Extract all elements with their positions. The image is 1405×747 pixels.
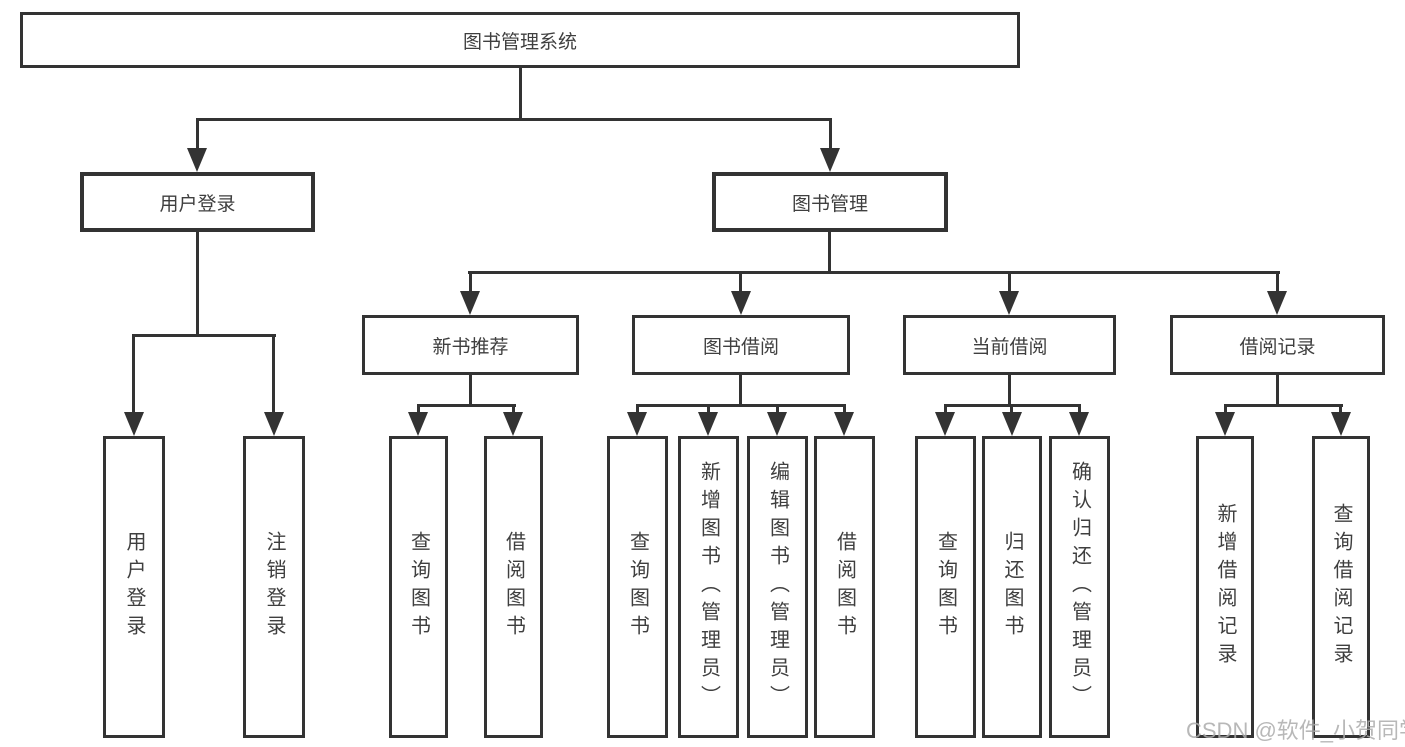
- node-current-borrow: 当前借阅: [903, 315, 1116, 375]
- node-root: 图书管理系统: [20, 12, 1020, 68]
- connector-drop-bb-add: [707, 404, 710, 416]
- arrowhead-book-mgmt: [820, 148, 840, 172]
- arrowhead-cb-query: [935, 412, 955, 436]
- leaf-bb-query-books: 查询图书: [607, 436, 668, 738]
- connector-records-drop: [1276, 375, 1279, 407]
- arrowhead-bb-edit: [767, 412, 787, 436]
- arrowhead-current: [999, 291, 1019, 315]
- connector-drop-bb-query: [636, 404, 639, 416]
- leaf-nb-query-books-label: 查询图书: [407, 531, 430, 643]
- arrowhead-rec-add: [1215, 412, 1235, 436]
- leaf-bb-borrow-books-label: 借阅图书: [833, 531, 856, 643]
- connector-drop-nb-borrow: [512, 404, 515, 416]
- leaf-user-login: 用户登录: [103, 436, 165, 738]
- arrowhead-nb-query: [408, 412, 428, 436]
- node-book-mgmt-label: 图书管理: [791, 193, 868, 215]
- node-new-book-recommend: 新书推荐: [362, 315, 579, 375]
- arrowhead-leaf-login: [124, 412, 144, 436]
- connector-drop-bb-edit: [776, 404, 779, 416]
- connector-drop-leaf-login: [132, 334, 135, 416]
- connector-drop-book-mgmt: [829, 118, 832, 152]
- connector-drop-borrowing: [739, 271, 742, 295]
- leaf-logout: 注销登录: [243, 436, 305, 738]
- leaf-cb-query-books-label: 查询图书: [934, 531, 957, 643]
- connector-newbooks-rail: [417, 404, 516, 407]
- arrowhead-cb-return: [1002, 412, 1022, 436]
- arrowhead-user-login: [187, 148, 207, 172]
- leaf-cb-return-books-label: 归还图书: [1001, 531, 1023, 643]
- leaf-bb-add-books-admin-label: 新增图书（管理员）: [697, 461, 720, 713]
- connector-bookmgmt-rail: [468, 271, 1280, 274]
- leaf-bb-borrow-books: 借阅图书: [814, 436, 875, 738]
- node-book-mgmt: 图书管理: [712, 172, 948, 232]
- leaf-bb-query-books-label: 查询图书: [626, 531, 649, 643]
- node-current-borrow-label: 当前借阅: [971, 336, 1048, 358]
- arrowhead-leaf-logout: [264, 412, 284, 436]
- connector-drop-rec-add: [1224, 404, 1227, 416]
- csdn-watermark: CSDN @软件_小贺同学: [1186, 718, 1405, 743]
- node-new-book-recommend-label: 新书推荐: [432, 336, 509, 358]
- node-borrow-records-label: 借阅记录: [1239, 336, 1316, 358]
- leaf-nb-borrow-books-label: 借阅图书: [502, 531, 525, 643]
- connector-current-drop: [1008, 375, 1011, 407]
- leaf-rec-add-record: 新增借阅记录: [1196, 436, 1254, 738]
- leaf-cb-query-books: 查询图书: [915, 436, 976, 738]
- connector-drop-leaf-logout: [272, 334, 275, 416]
- arrowhead-records: [1267, 291, 1287, 315]
- leaf-rec-add-record-label: 新增借阅记录: [1214, 503, 1236, 671]
- leaf-nb-query-books: 查询图书: [389, 436, 448, 738]
- node-user-login: 用户登录: [80, 172, 315, 232]
- connector-drop-cb-confirm: [1078, 404, 1081, 416]
- connector-drop-rec-query: [1339, 404, 1342, 416]
- connector-bookmgmt-drop: [828, 232, 831, 274]
- connector-borrow-rail: [636, 404, 846, 407]
- connector-drop-records: [1276, 271, 1279, 295]
- connector-borrow-drop: [739, 375, 742, 407]
- connector-records-rail: [1224, 404, 1343, 407]
- connector-drop-nb-query: [417, 404, 420, 416]
- leaf-bb-edit-books-admin-label: 编辑图书（管理员）: [766, 461, 789, 713]
- leaf-rec-query-record: 查询借阅记录: [1312, 436, 1370, 738]
- node-book-borrow-label: 图书借阅: [702, 336, 779, 358]
- leaf-bb-edit-books-admin: 编辑图书（管理员）: [747, 436, 808, 738]
- connector-userlogin-rail: [132, 334, 276, 337]
- arrowhead-cb-confirm: [1069, 412, 1089, 436]
- connector-drop-new-books: [469, 271, 472, 295]
- connector-drop-current: [1008, 271, 1011, 295]
- leaf-cb-return-books: 归还图书: [982, 436, 1042, 738]
- node-user-login-label: 用户登录: [159, 193, 236, 215]
- arrowhead-bb-query: [627, 412, 647, 436]
- leaf-nb-borrow-books: 借阅图书: [484, 436, 543, 738]
- arrowhead-rec-query: [1331, 412, 1351, 436]
- node-borrow-records: 借阅记录: [1170, 315, 1385, 375]
- node-book-borrow: 图书借阅: [632, 315, 850, 375]
- connector-newbooks-drop: [469, 375, 472, 407]
- leaf-cb-confirm-return-admin: 确认归还（管理员）: [1049, 436, 1110, 738]
- connector-drop-cb-query: [944, 404, 947, 416]
- leaf-bb-add-books-admin: 新增图书（管理员）: [678, 436, 739, 738]
- arrowhead-nb-borrow: [503, 412, 523, 436]
- arrowhead-new-books: [460, 291, 480, 315]
- connector-root-drop: [519, 68, 522, 120]
- leaf-rec-query-record-label: 查询借阅记录: [1330, 503, 1352, 671]
- connector-root-rail: [196, 118, 832, 121]
- arrowhead-bb-borrow: [834, 412, 854, 436]
- connector-userlogin-drop: [196, 232, 199, 336]
- connector-drop-user-login: [196, 118, 199, 152]
- leaf-cb-confirm-return-admin-label: 确认归还（管理员）: [1068, 461, 1091, 713]
- arrowhead-bb-add: [698, 412, 718, 436]
- leaf-user-login-label: 用户登录: [123, 531, 145, 643]
- connector-drop-bb-borrow: [843, 404, 846, 416]
- connector-drop-cb-return: [1010, 404, 1013, 416]
- arrowhead-borrowing: [731, 291, 751, 315]
- node-root-label: 图书管理系统: [462, 31, 577, 53]
- leaf-logout-label: 注销登录: [263, 531, 285, 643]
